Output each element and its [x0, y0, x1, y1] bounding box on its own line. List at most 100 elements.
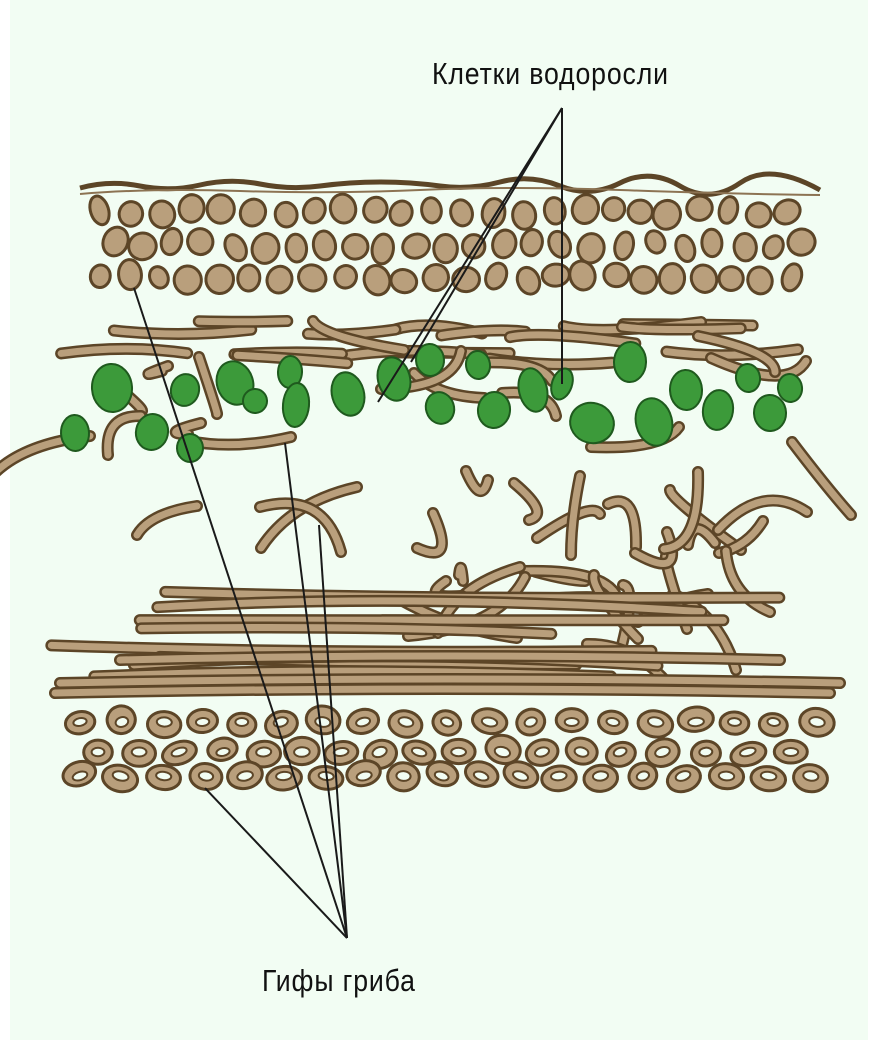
lower-cortex-cell-lumen: [783, 748, 798, 756]
upper-cortex-cell: [779, 261, 805, 293]
lower-cortex-cell-lumen: [132, 748, 147, 757]
upper-cortex-cell: [490, 227, 519, 260]
algae-cell: [281, 382, 311, 428]
upper-cortex-cell: [158, 226, 185, 257]
upper-cortex-cell: [299, 195, 329, 227]
algae-cells-label: Клетки водоросли: [432, 58, 669, 89]
upper-cortex-cell: [89, 264, 112, 289]
algae-cell: [753, 394, 787, 432]
algae-cell: [566, 398, 619, 448]
upper-cortex-cell: [147, 198, 178, 230]
upper-cortex-cell: [684, 193, 715, 223]
upper-cortex-cell: [602, 262, 630, 289]
upper-cortex-cell: [770, 195, 805, 228]
lower-cortex-cell-lumen: [551, 771, 567, 781]
lower-cortex-cell-lumen: [767, 717, 781, 726]
upper-cortex-cell: [237, 264, 261, 291]
lower-cortex-cell-lumen: [451, 748, 466, 757]
lower-cortex-cell-lumen: [276, 771, 292, 781]
upper-cortex-cell: [116, 199, 145, 229]
upper-cortex-cell: [733, 232, 758, 262]
upper-cortex-cell: [658, 263, 686, 295]
upper-cortex-cell: [745, 264, 776, 297]
upper-cortex-cell: [285, 233, 308, 263]
upper-cortex-cell: [687, 261, 721, 297]
upper-cortex-cell: [519, 227, 545, 257]
upper-cortex-cell: [146, 264, 172, 292]
upper-cortex-edge: [80, 174, 820, 194]
lower-band-tube: [55, 689, 830, 693]
upper-cortex-cell: [545, 228, 575, 261]
algae-cell: [242, 388, 268, 414]
algae-cell: [700, 388, 735, 432]
lower-cortex-cells: [60, 702, 836, 796]
upper-cortex-cell: [649, 196, 685, 233]
upper-cortex-cell: [249, 230, 283, 266]
algae-cell: [60, 414, 90, 451]
upper-cortex-cell: [627, 199, 654, 225]
upper-cortex-cell: [513, 264, 543, 298]
hypha-tube: [199, 321, 287, 322]
upper-cortex-cell: [511, 201, 537, 231]
upper-cortex-cell: [98, 223, 132, 260]
upper-cortex-cell: [482, 260, 511, 293]
upper-cortex-cell: [331, 262, 360, 291]
upper-cortex-cell: [448, 197, 476, 228]
upper-cortex-cell: [311, 229, 337, 261]
lower-cortex-cell-lumen: [719, 771, 735, 781]
lower-cortex-cell-lumen: [688, 717, 704, 727]
upper-cortex-cell: [434, 234, 458, 263]
upper-cortex-cell: [173, 265, 202, 295]
algae-cell: [373, 354, 415, 405]
lower-band-tube: [60, 679, 840, 683]
hypha-tube: [459, 568, 463, 581]
upper-cortex-cell: [386, 197, 416, 229]
hyphae-pointer-line-4: [205, 788, 347, 938]
upper-cortex-cell: [612, 230, 636, 261]
upper-cortex-cell: [673, 233, 698, 264]
upper-cortex-cell: [598, 194, 629, 225]
upper-cortex-cell: [542, 196, 567, 226]
upper-cortex-cell: [327, 191, 358, 225]
upper-cortex-cell: [360, 193, 392, 226]
lower-cortex-cell-lumen: [256, 747, 272, 757]
upper-cortex-cell: [716, 264, 746, 293]
upper-cortex-cell: [360, 262, 393, 298]
fungal-hyphae-label: Гифы гриба: [262, 965, 416, 996]
upper-cortex-cell: [126, 230, 159, 262]
upper-cortex-cell: [177, 193, 207, 225]
lower-cortex-cell-lumen: [157, 717, 172, 727]
upper-cortex-cell: [642, 228, 668, 256]
algae-cell: [669, 369, 703, 411]
upper-cortex-cell: [273, 201, 299, 229]
upper-cortex-cell: [205, 264, 235, 294]
lower-cortex-cell-lumen: [396, 771, 411, 782]
upper-cortex-cell: [541, 263, 570, 288]
upper-cortex-cell: [184, 225, 217, 259]
upper-cortex-cell: [716, 195, 740, 226]
upper-cortex-cell: [207, 195, 235, 224]
lower-cortex-cell-lumen: [699, 747, 713, 757]
upper-cortex-cell: [342, 233, 369, 260]
lower-cortex-cell-lumen: [92, 748, 105, 757]
lower-cortex-cell-lumen: [592, 771, 608, 782]
upper-cortex-cell: [87, 194, 113, 227]
upper-cortex-cell: [370, 233, 395, 265]
upper-cortex-cell: [399, 230, 433, 262]
upper-cortex-cell: [760, 232, 788, 262]
upper-cortex-cell: [117, 259, 142, 291]
upper-cortex-cell: [568, 191, 602, 227]
lower-cortex-cell-lumen: [235, 718, 248, 726]
algae-cell: [613, 341, 646, 382]
upper-cortex-cell: [221, 231, 251, 264]
hypha-tube: [622, 327, 741, 330]
upper-cortex-cell: [420, 196, 443, 224]
algae-cell: [168, 371, 202, 408]
upper-cortex-cell: [388, 266, 420, 296]
upper-cortex-cell: [627, 263, 661, 298]
upper-cortex-cell: [701, 229, 722, 257]
upper-cortex-cell: [743, 200, 773, 230]
lower-cortex-cell-lumen: [196, 717, 210, 726]
upper-cortex-cell: [785, 226, 819, 259]
